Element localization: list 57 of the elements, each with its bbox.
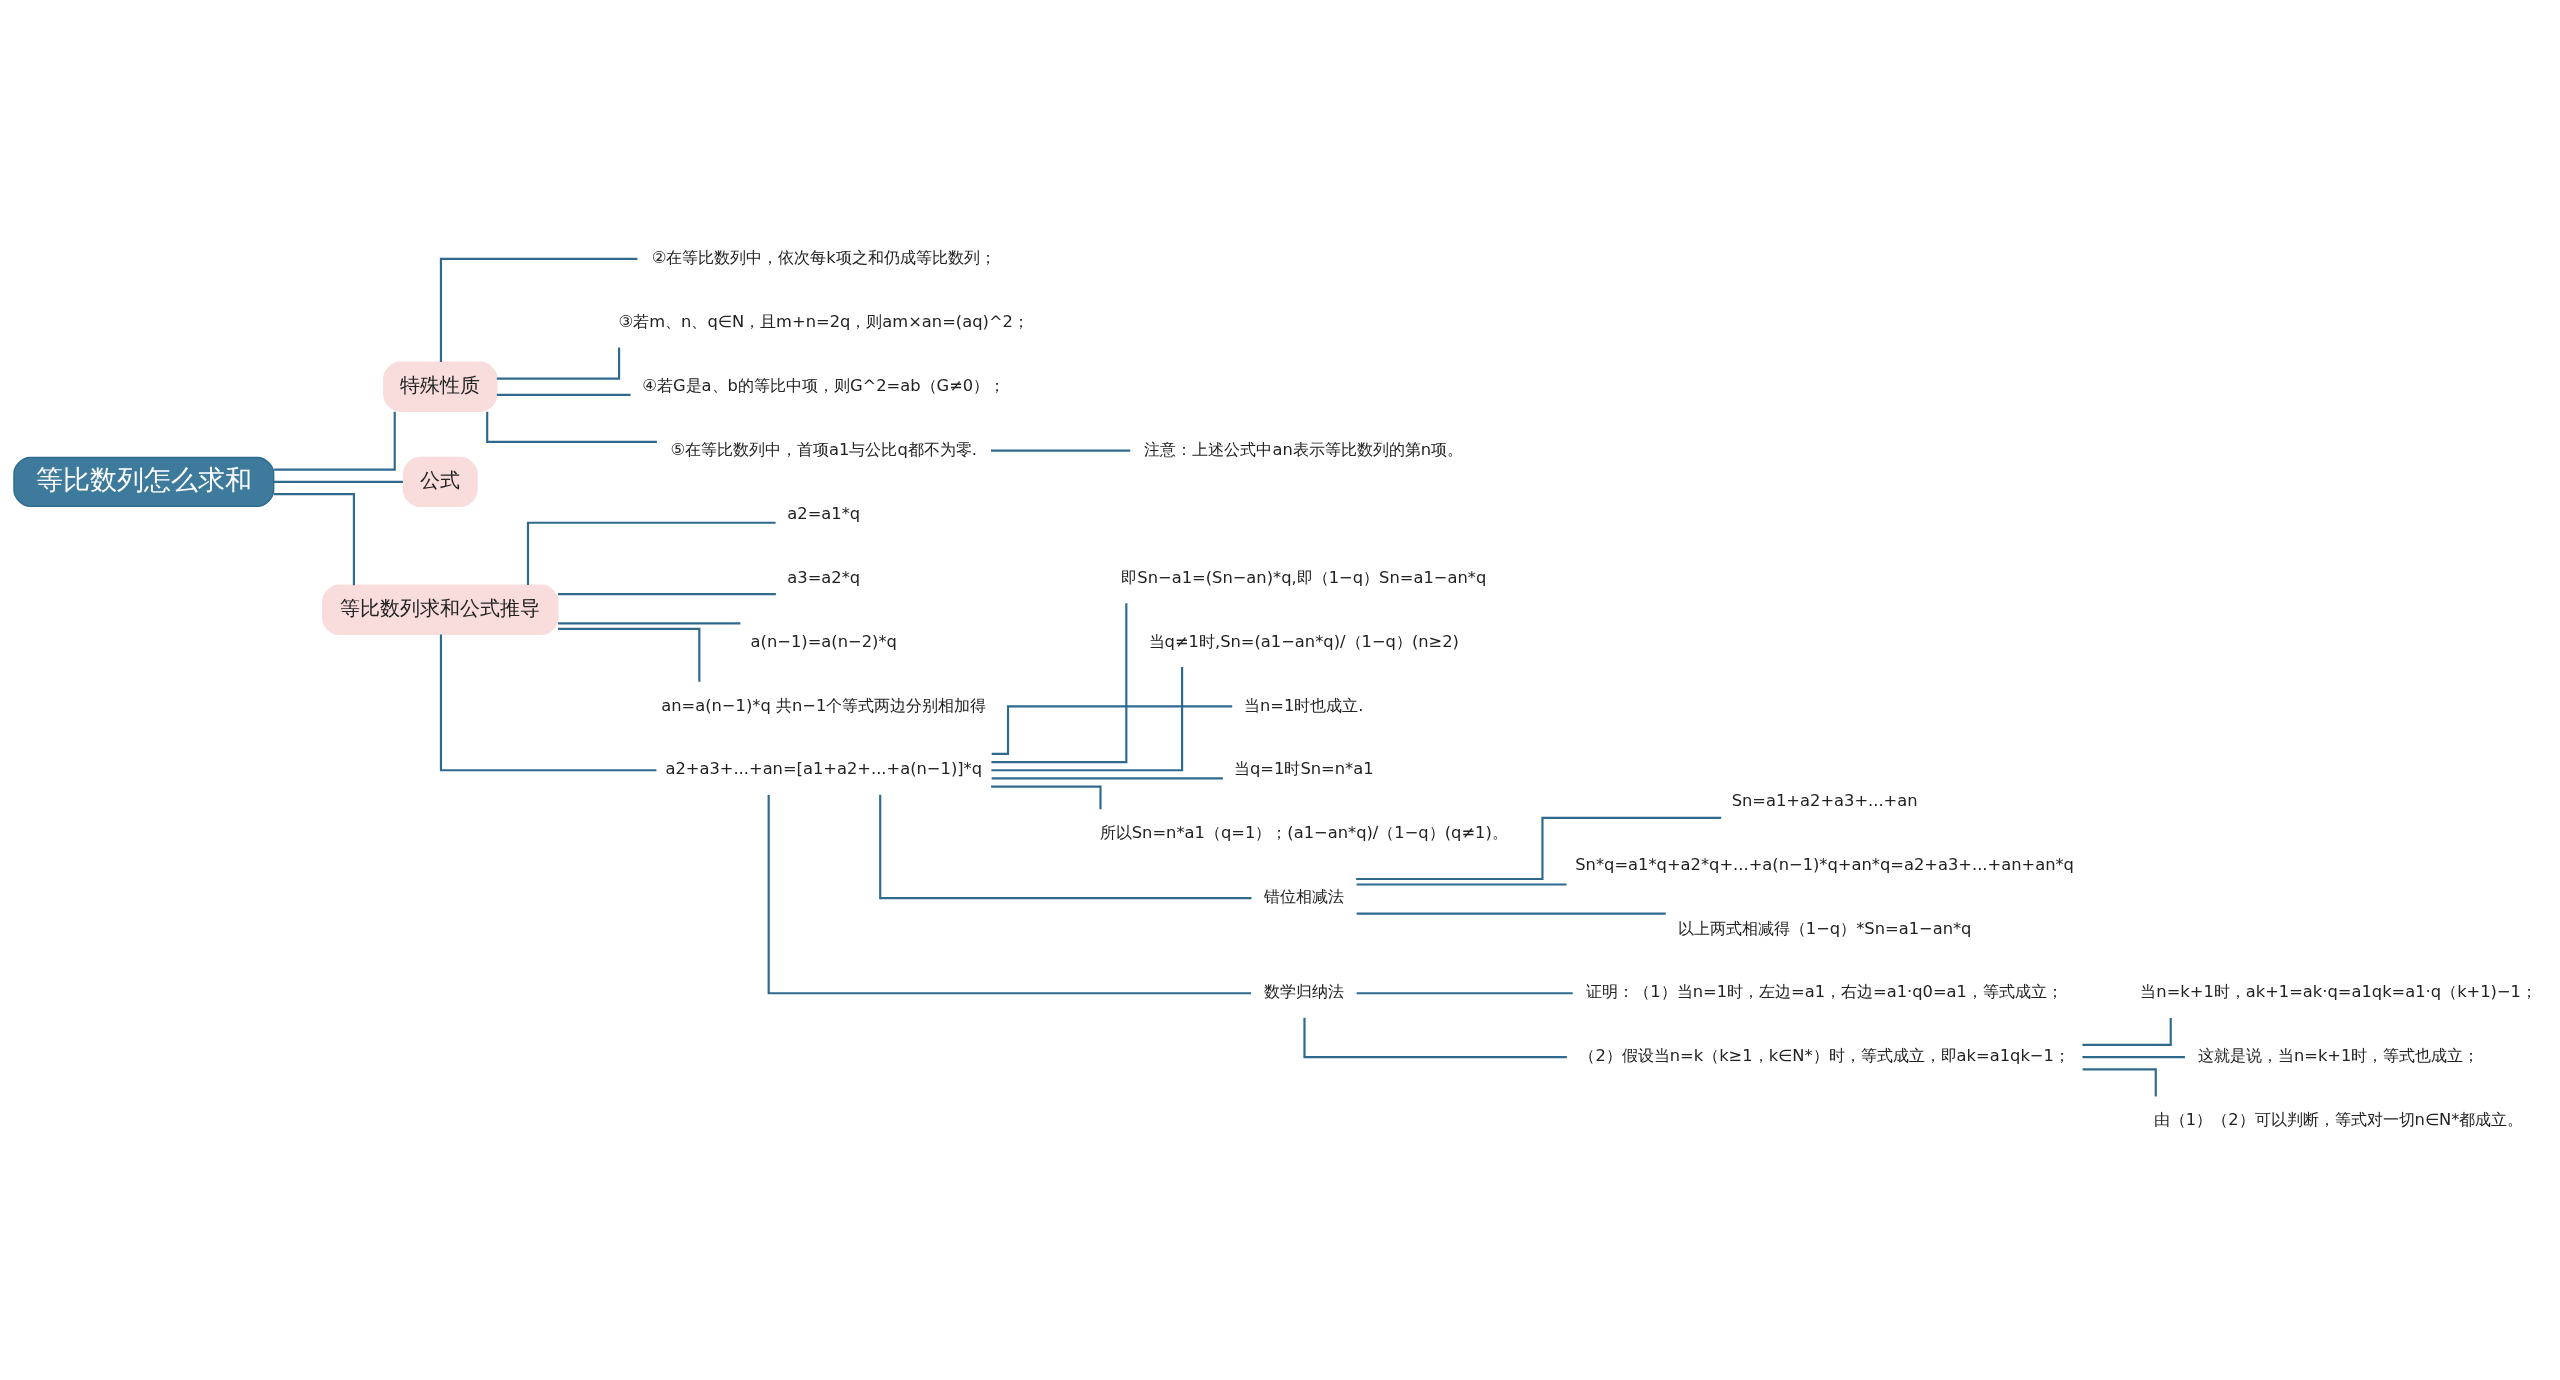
node-text: （2）假设当n=k（k≥1，k∈N*）时，等式成立，即ak=a1qk−1； xyxy=(1579,1046,2070,1066)
connector xyxy=(526,521,776,586)
connector xyxy=(991,449,1131,452)
connector xyxy=(991,705,1233,755)
connector xyxy=(273,493,355,586)
node-text: Sn*q=a1*q+a2*q+...+a(n−1)*q+an*q=a2+a3+...+an+an*q xyxy=(1575,854,2074,874)
node-text: 当n=1时也成立. xyxy=(1244,695,1364,715)
node-text: a2=a1*q xyxy=(787,503,861,523)
connector xyxy=(1356,816,1722,881)
node-text: a(n−1)=a(n−2)*q xyxy=(750,631,897,651)
connector xyxy=(439,634,657,772)
connector xyxy=(558,627,701,682)
node-text: 注意：上述公式中an表示等比数列的第n项。 xyxy=(1144,439,1464,459)
node-text: ②在等比数列中，依次每k项之和仍成等比数列； xyxy=(651,248,996,268)
node-text: a2+a3+...+an=[a1+a2+...+a(n−1)]*q xyxy=(665,759,983,779)
node-text: Sn=a1+a2+a3+...+an xyxy=(1731,790,1918,810)
node-text: 即Sn−a1=(Sn−an)*q,即（1−q）Sn=a1−an*q xyxy=(1121,567,1487,587)
node-text: ④若G是a、b的等比中项，则G^2=ab（G≠0）； xyxy=(642,375,1006,395)
connector xyxy=(879,794,1252,900)
node-text: a3=a2*q xyxy=(787,567,861,587)
node-box: 等比数列求和公式推导 xyxy=(321,584,559,635)
connector xyxy=(486,411,657,443)
connector xyxy=(273,480,403,484)
connector xyxy=(1303,1017,1567,1059)
node-text: 当n=k+1时，ak+1=ak·q=a1qk=a1·q（k+1)−1； xyxy=(2140,982,2537,1002)
connector xyxy=(2082,1068,2157,1097)
node-text: 当q=1时Sn=n*a1 xyxy=(1234,759,1374,779)
node-text: 数学归纳法 xyxy=(1263,982,1344,1002)
connector xyxy=(991,667,1184,772)
connector xyxy=(557,593,776,596)
node-box: 公式 xyxy=(402,456,478,508)
node-text: 以上两式相减得（1−q）*Sn=a1−an*q xyxy=(1677,918,1972,938)
node-text: ⑤在等比数列中，首项a1与公比q都不为零. xyxy=(670,439,978,459)
node-text: 证明：（1）当n=1时，左边=a1，右边=a1·q0=a1，等式成立； xyxy=(1586,982,2063,1002)
node-text: an=a(n−1)*q 共n−1个等式两边分别相加得 xyxy=(661,695,987,715)
connector xyxy=(439,257,638,363)
connector xyxy=(2082,1056,2185,1059)
connector xyxy=(496,347,621,380)
connector xyxy=(1356,912,1666,915)
connector xyxy=(991,777,1223,780)
connector xyxy=(991,785,1102,810)
node-text: 这就是说，当n=k+1时，等式也成立； xyxy=(2197,1046,2480,1066)
node-box: 等比数列怎么求和 xyxy=(13,456,275,508)
node-text: ③若m、n、q∈N，且m+n=2q，则am×an=(aq)^2； xyxy=(618,312,1029,332)
node-box: 特殊性质 xyxy=(383,361,498,412)
connector xyxy=(2082,1017,2172,1046)
node-text: 错位相减法 xyxy=(1263,887,1344,907)
node-text: 所以Sn=n*a1（q=1）；(a1−an*q)/（1−q）(q≠1)。 xyxy=(1099,823,1508,843)
connector xyxy=(557,622,741,625)
connector xyxy=(1356,992,1573,995)
connector xyxy=(767,794,1251,995)
connector xyxy=(274,411,396,471)
node-text: 当q≠1时,Sn=(a1−an*q)/（1−q）(n≥2) xyxy=(1148,631,1459,651)
connector xyxy=(991,603,1128,764)
node-text: 由（1）（2）可以判断，等式对一切n∈N*都成立。 xyxy=(2153,1110,2524,1130)
connector xyxy=(1356,883,1567,886)
connector xyxy=(496,393,631,396)
